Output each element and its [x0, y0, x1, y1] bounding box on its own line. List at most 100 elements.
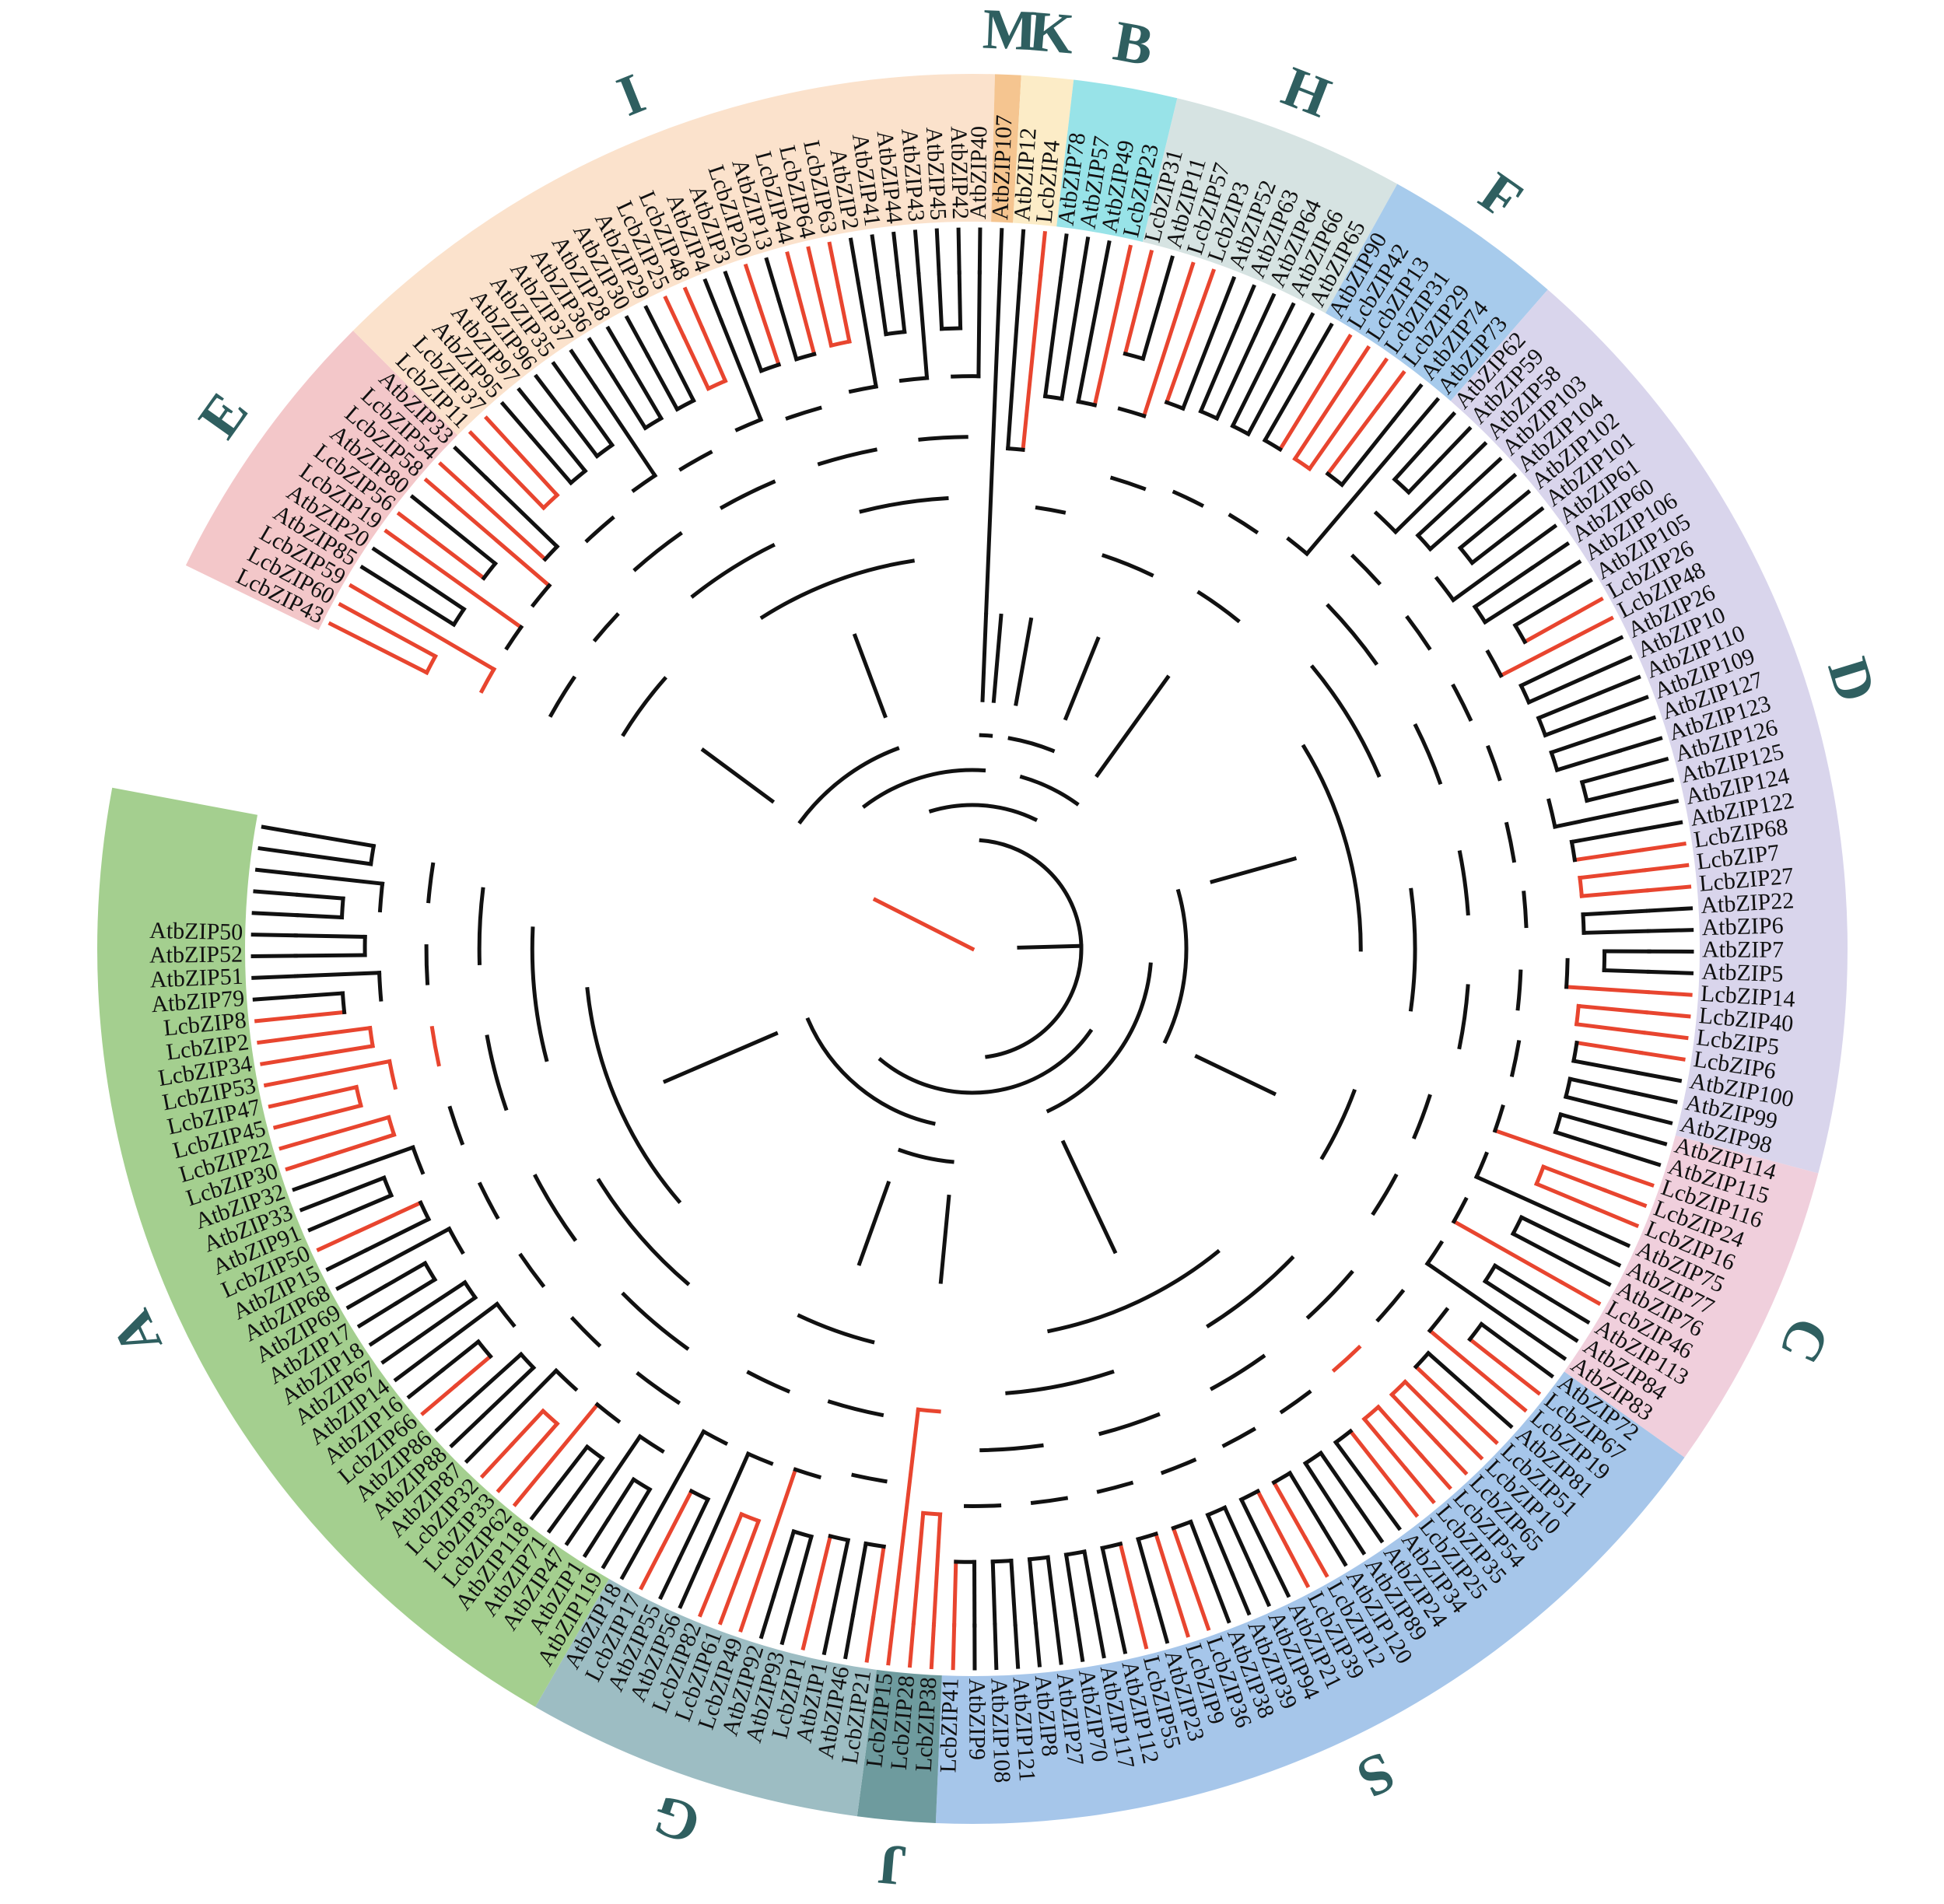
branch-radial [911, 1510, 926, 1626]
branch-radial [1452, 441, 1488, 477]
branch-radial [1009, 1558, 1018, 1626]
leaf-label: LcbZIP41 [935, 1678, 963, 1773]
branch-radial [1138, 250, 1154, 296]
branch-arc [797, 746, 900, 825]
branch-radial [468, 430, 504, 467]
branch-radial [1518, 653, 1585, 688]
leaf-label: AtbZIP51 [149, 964, 243, 993]
branch-arc [1172, 489, 1205, 508]
branch-arc [758, 362, 782, 373]
branch-radial [1586, 1225, 1631, 1248]
branch-radial [1644, 1010, 1691, 1019]
branch-radial [1392, 443, 1428, 482]
branch-arc [1109, 475, 1147, 492]
branch-radial [449, 1413, 486, 1449]
branch-radial [1100, 1545, 1119, 1613]
branch-radial [627, 362, 664, 422]
branch-arc [387, 1059, 398, 1090]
branch-radial [622, 1486, 653, 1533]
branch-radial [1525, 1331, 1567, 1361]
branch-radial [791, 1534, 814, 1605]
branch-radial [1406, 397, 1441, 436]
branch-radial [1158, 255, 1175, 302]
branch-radial [1358, 357, 1389, 398]
branch-radial [1302, 1460, 1343, 1520]
branch-radial [292, 1172, 338, 1192]
branch-radial [366, 640, 429, 676]
branch-radial [1027, 1557, 1038, 1625]
branch-radial [1325, 404, 1381, 477]
branch-radial [443, 520, 499, 567]
group-band-H [1142, 98, 1398, 313]
branch-arc [447, 1105, 465, 1146]
branch-radial [1078, 236, 1091, 284]
branch-radial [1433, 1439, 1469, 1476]
branch-radial [349, 583, 391, 611]
branch-radial [1014, 617, 1034, 706]
branch-radial [368, 1318, 410, 1347]
branch-radial [1581, 908, 1651, 917]
branch-arc [785, 405, 822, 421]
tree-branches [250, 227, 1694, 1671]
branch-radial [1543, 709, 1609, 738]
branch-radial [480, 1364, 537, 1419]
branch-arc [632, 530, 683, 572]
branch-arc [1549, 750, 1560, 773]
branch-radial [440, 1339, 482, 1374]
branch-radial [543, 420, 588, 474]
branch-arc [504, 624, 524, 651]
branch-radial [605, 325, 633, 369]
branch-radial [1645, 989, 1693, 997]
branch-arc [1504, 821, 1517, 863]
branch-radial [1571, 615, 1614, 641]
branch-arc [1221, 1426, 1257, 1448]
branch-radial [296, 1010, 347, 1019]
branch-arc [719, 479, 776, 510]
branch-arc [1162, 888, 1189, 1045]
branch-radial [295, 991, 345, 999]
branch-arc [424, 944, 430, 985]
branch-radial [771, 1528, 797, 1598]
branch-arc [1472, 604, 1488, 625]
branch-arc [877, 1028, 1094, 1095]
branch-radial [294, 912, 345, 920]
branch-radial [957, 270, 963, 331]
branch-arc [793, 1467, 822, 1480]
branch-radial [345, 1283, 389, 1311]
branch-radial [1540, 559, 1582, 588]
branch-radial [260, 1055, 307, 1066]
branch-arc [568, 468, 588, 486]
branch-radial [1387, 1479, 1420, 1518]
branch-arc [1171, 1519, 1193, 1531]
branch-arc [1309, 664, 1382, 778]
branch-radial [1013, 1622, 1021, 1669]
branch-radial [743, 263, 762, 310]
branch-radial [916, 272, 930, 380]
branch-radial [419, 553, 524, 630]
leaf-label: AtbZIP6 [1701, 912, 1784, 940]
branch-arc [928, 803, 1039, 822]
branch-arc [594, 1402, 622, 1424]
branch-radial [1271, 1479, 1308, 1541]
branch-radial [1361, 1416, 1409, 1472]
branch-radial [1466, 457, 1503, 492]
branch-radial [1569, 828, 1641, 845]
branch-radial [990, 1559, 997, 1628]
branch-arc [621, 676, 667, 737]
branch-radial [951, 1623, 957, 1671]
branch-radial [1645, 906, 1694, 913]
branch-radial [299, 1025, 373, 1040]
branch-radial [1038, 230, 1047, 278]
branch-arc [596, 1178, 691, 1286]
branch-arc [377, 881, 385, 913]
branch-radial [1118, 244, 1133, 292]
branch-radial [1053, 1618, 1063, 1665]
branch-radial [886, 1619, 896, 1666]
branch-arc [1515, 969, 1523, 1011]
branch-radial [896, 274, 907, 334]
branch-radial [1252, 292, 1277, 338]
branch-radial [383, 1260, 428, 1289]
branch-radial [373, 1226, 452, 1271]
branch-radial [316, 1229, 360, 1252]
